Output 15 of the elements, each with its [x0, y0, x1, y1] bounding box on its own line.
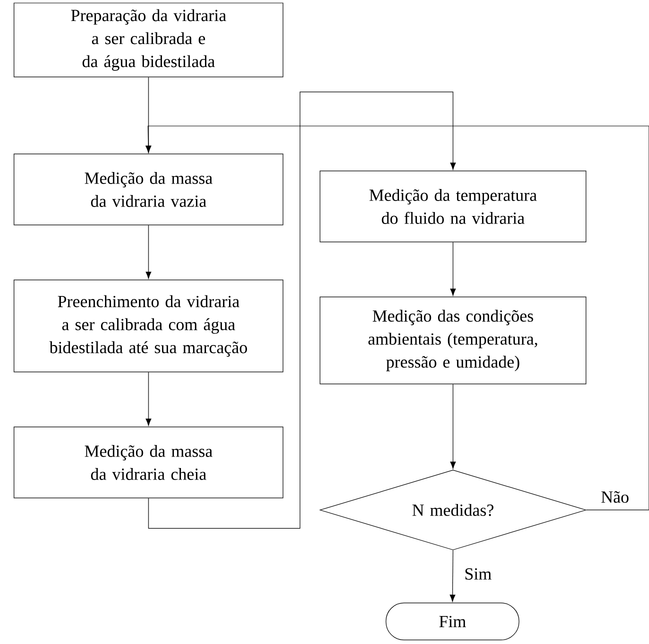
arrow [146, 224, 152, 279]
process-box: Medição das condições ambientais (temperatura, pressão e umidade) [320, 296, 586, 384]
arrow [146, 372, 152, 426]
process-box: Medição da temperatura do fluido na vidraria [320, 170, 586, 242]
edge-label: Sim [463, 567, 493, 581]
process-box: Medição da massa da vidraria cheia [14, 426, 284, 498]
process-box: Preparação da vidraria a ser calibrada e da água bidestilada [14, 2, 284, 78]
arrow [148, 92, 456, 529]
process-box: Medição da massa da vidraria vazia [14, 154, 284, 226]
arrow [450, 384, 456, 469]
arrow [450, 550, 456, 602]
process-box: Preenchimento da vidraria a ser calibrada com água bidestilada até sua marcação [14, 280, 284, 372]
arrow [450, 242, 456, 296]
edge-label: Não [600, 490, 630, 504]
terminal-box: Fim [386, 602, 520, 640]
